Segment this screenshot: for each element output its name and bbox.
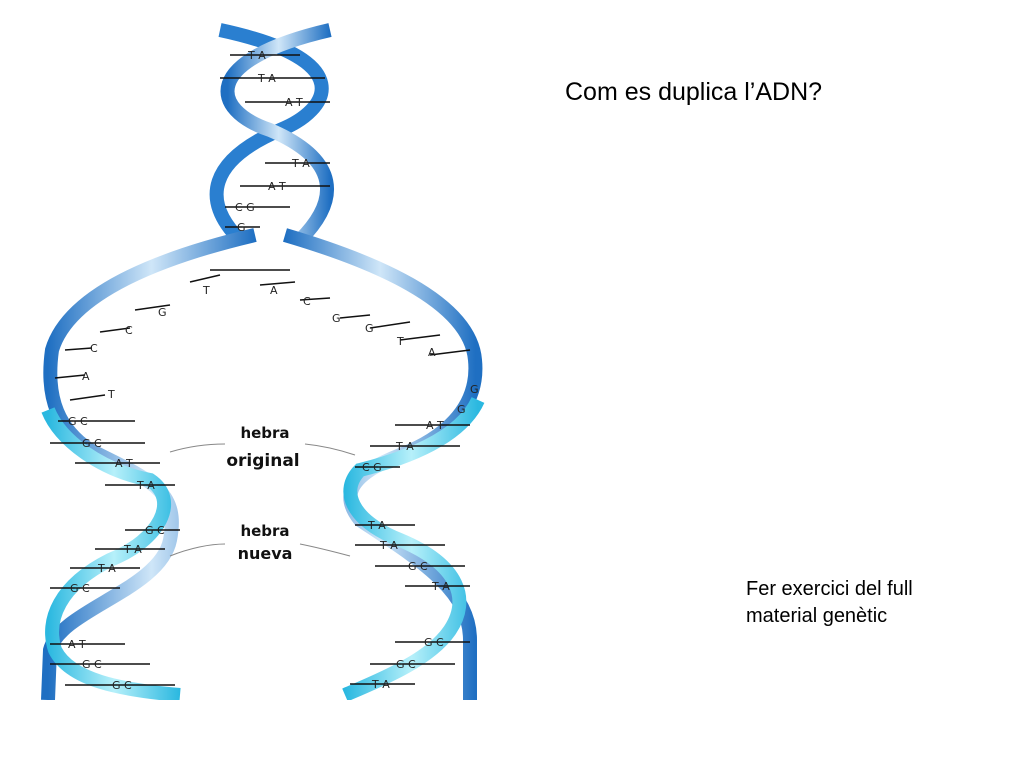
base-label: A: [270, 284, 278, 297]
base-label: G C: [82, 437, 102, 450]
base-label: T: [107, 388, 115, 401]
label-new-line1: hebra: [240, 522, 289, 540]
base-label: A T: [426, 419, 444, 432]
base-label: C: [303, 295, 311, 308]
base-label: C: [125, 324, 133, 337]
right-new-strand: [342, 396, 485, 700]
label-original-line1: hebra: [240, 424, 289, 442]
base-label: A: [82, 370, 90, 383]
base-label: T A: [371, 678, 390, 691]
base-label: G C: [70, 582, 90, 595]
slide-note-line: Fer exercici del full: [746, 578, 913, 600]
base-label: T: [202, 284, 210, 297]
base-label: T A: [257, 72, 276, 85]
left-pair-rungs: [50, 420, 180, 686]
label-original-line2: original: [226, 451, 299, 471]
base-label: G C: [82, 658, 102, 671]
right-unpaired-labels: A C G G T A G G: [270, 284, 479, 416]
base-label: A T: [68, 638, 86, 651]
base-label: G: [470, 383, 479, 396]
base-label: G C: [145, 524, 165, 537]
label-new-line2: nueva: [238, 544, 293, 563]
base-label: A T: [268, 180, 286, 193]
slide-note-line: material genètic: [746, 605, 888, 627]
base-label: G C: [408, 560, 428, 573]
base-label: G C: [68, 415, 88, 428]
base-label: C G: [362, 461, 382, 474]
label-leader-lines: [169, 443, 356, 557]
top-strand-front: [220, 23, 334, 245]
base-label: T A: [379, 539, 398, 552]
slide-title: Com es duplica l’ADN?: [565, 78, 823, 106]
base-label: T A: [431, 580, 450, 593]
left-new-strand: [41, 407, 181, 700]
base-label: G: [457, 403, 466, 416]
slide-note: Fer exercici del full material genètic: [746, 576, 986, 630]
base-label: C: [90, 342, 98, 355]
base-label: A T: [285, 96, 303, 109]
base-label: T: [396, 335, 404, 348]
base-label: T A: [367, 519, 386, 532]
base-label: G: [332, 312, 341, 325]
base-label: A T: [115, 457, 133, 470]
dna-replication-diagram: T A T A A T T A A T C G G T G C C A T: [41, 23, 485, 700]
top-base-labels: T A T A A T T A A T C G G: [235, 49, 310, 234]
strand-labels: hebra original hebra nueva: [226, 424, 299, 563]
base-label: G: [365, 322, 374, 335]
top-base-pairs: [210, 54, 330, 271]
base-label: T A: [123, 543, 142, 556]
base-label: A: [428, 346, 436, 359]
right-pair-labels: A T T A C G T A T A G C T A G C G C T A: [362, 419, 450, 691]
right-unpaired-rungs: [259, 281, 471, 356]
base-label: T A: [136, 479, 155, 492]
right-pair-rungs: [350, 424, 470, 685]
base-label: T A: [247, 49, 266, 62]
base-label: G C: [112, 679, 132, 692]
base-label: G C: [396, 658, 416, 671]
left-unpaired-rungs: [54, 274, 221, 401]
left-original-strand: [41, 228, 257, 700]
base-label: T A: [97, 562, 116, 575]
base-label: G C: [424, 636, 444, 649]
base-label: T A: [291, 157, 310, 170]
base-label: C G: [235, 201, 255, 214]
base-label: G: [237, 221, 246, 234]
top-helix: [209, 23, 334, 245]
left-unpaired-labels: T G C C A T: [82, 284, 210, 401]
base-label: G: [158, 306, 167, 319]
left-pair-labels: G C G C A T T A G C T A T A G C A T G C …: [68, 415, 165, 692]
base-label: T A: [395, 440, 414, 453]
